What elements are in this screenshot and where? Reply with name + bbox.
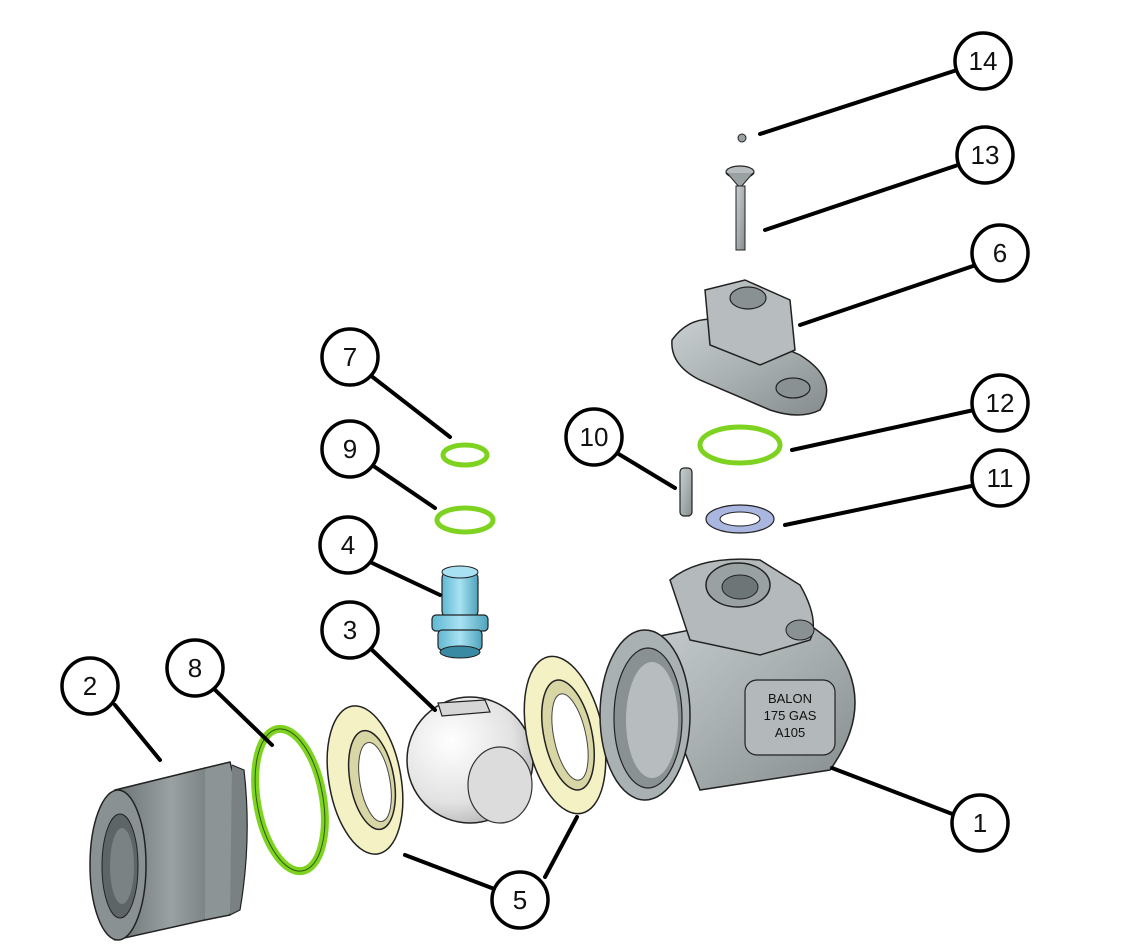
callout-11: 11: [970, 448, 1030, 508]
callout-label: 12: [986, 388, 1015, 418]
part-stem-o-ring-upper: [440, 442, 490, 468]
part-handle-lever: [671, 279, 828, 416]
callout-label: 4: [341, 530, 355, 560]
callout-label: 7: [343, 342, 357, 372]
callout-label: 14: [969, 46, 998, 76]
callout-3: 3: [320, 600, 380, 660]
callout-14: 14: [953, 31, 1013, 91]
callout-13: 13: [955, 125, 1015, 185]
part-body: BALON 175 GAS A105: [599, 558, 856, 801]
part-ball-plug: [737, 133, 747, 143]
callout-8: 8: [165, 638, 225, 698]
leader-lines: [113, 68, 978, 892]
callout-label: 2: [83, 671, 97, 701]
callout-9: 9: [320, 419, 380, 479]
part-stem: [431, 565, 489, 659]
callout-label: 5: [513, 885, 527, 915]
body-marking-line3: A105: [775, 725, 805, 740]
callout-1: 1: [950, 793, 1010, 853]
callout-label: 1: [973, 808, 987, 838]
part-end-connector: [89, 761, 248, 941]
callout-label: 8: [188, 653, 202, 683]
callout-label: 6: [993, 238, 1007, 268]
part-ball: [406, 696, 534, 824]
callout-label: 11: [987, 463, 1014, 493]
part-thrust-washer: [705, 504, 775, 534]
callout-label: 13: [971, 140, 1000, 170]
callout-2: 2: [60, 656, 120, 716]
part-handle-o-ring: [697, 424, 783, 466]
callout-10: 10: [564, 407, 624, 467]
part-screw: [725, 165, 755, 251]
part-seat-left: [326, 705, 404, 855]
callout-4: 4: [318, 515, 378, 575]
callout-label: 9: [343, 434, 357, 464]
part-body-o-ring: [251, 724, 329, 876]
callout-7: 7: [320, 327, 380, 387]
callout-label: 3: [343, 615, 357, 645]
callout-label: 10: [580, 422, 609, 452]
callout-5: 5: [490, 870, 550, 930]
body-marking-line2: 175 GAS: [764, 708, 817, 723]
part-stem-o-ring-lower: [434, 505, 496, 535]
part-seat-right: [523, 655, 607, 815]
body-marking-line1: BALON: [768, 691, 812, 706]
callout-6: 6: [970, 223, 1030, 283]
part-stop-pin: [679, 467, 693, 517]
callout-12: 12: [970, 373, 1030, 433]
